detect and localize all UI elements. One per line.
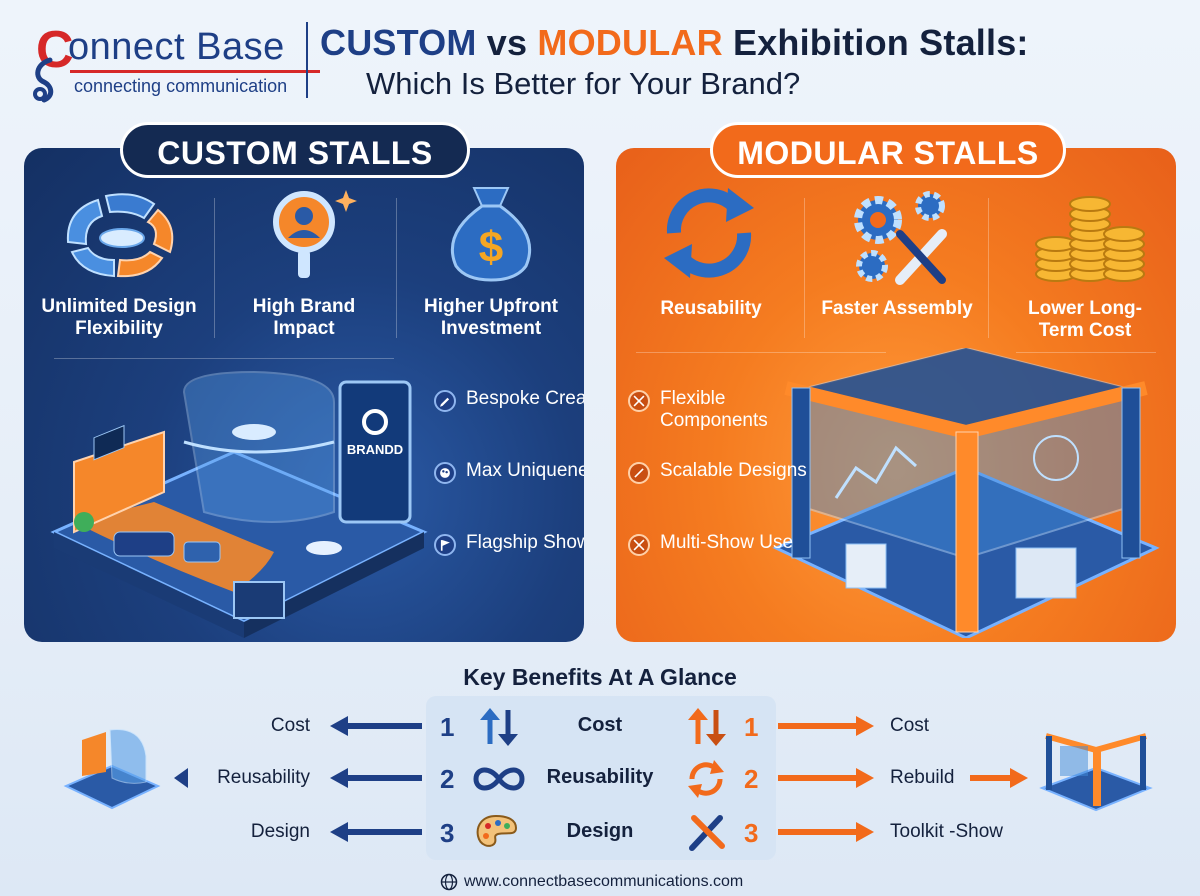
benefit-number-left: 3 [440, 818, 455, 848]
modular-stalls-panel: Reusability Faster Assembly Lower Long-T… [616, 148, 1176, 642]
arrow-right-icon [778, 716, 874, 736]
mini-modular-booth-icon [1039, 733, 1153, 812]
cycle-arrows-icon [664, 188, 754, 278]
title-custom: CUSTOM [320, 22, 477, 63]
custom-stalls-panel: $ Unlimited Design Flexibility High Bran… [24, 148, 584, 642]
benefit-row-1: Cost 1 Cost 1 Cost [0, 706, 1200, 746]
page-title: CUSTOM vs MODULAR Exhibition Stalls: [320, 22, 1029, 64]
money-bag-icon: $ [450, 187, 532, 282]
benefit-number-left: 2 [440, 764, 455, 794]
magnifier-person-icon [273, 190, 357, 278]
bullet-label: Multi-Show Use [660, 532, 794, 553]
arrow-left-icon [330, 716, 422, 736]
title-modular: MODULAR [537, 22, 723, 63]
bullet-flagship: Flagship Shows [434, 532, 584, 576]
benefit-center-label: Reusability [546, 766, 654, 788]
arrow-left-icon [330, 822, 422, 842]
curved-panels-icon [66, 193, 174, 278]
booth-brand-label: BRANDD [347, 442, 403, 457]
modular-stalls-heading: MODULAR STALLS [710, 122, 1066, 178]
benefit-right-label: Rebuild [890, 767, 955, 788]
pencil-icon [434, 390, 456, 412]
footer: www.connectbasecommunications.com [440, 872, 780, 892]
benefit-left-label: Cost [270, 715, 310, 736]
logo-letter: C [36, 21, 74, 79]
logo-underline [70, 70, 320, 73]
palette-icon [434, 462, 456, 484]
cycle-arrows-icon [688, 760, 724, 798]
feature-separator [396, 198, 397, 338]
benefit-left-label: Reusability [217, 767, 310, 788]
bullet-scalable: Scalable Designs [628, 460, 807, 504]
benefit-row-2: Reusability 2 Reusability 2 Rebuild [0, 758, 1200, 798]
up-down-arrows-icon [480, 708, 518, 746]
expand-arrows-icon [628, 534, 650, 556]
infinity-icon [473, 767, 525, 791]
benefit-left-label: Design [250, 821, 310, 842]
bullet-multi-show: Multi-Show Use [628, 532, 808, 576]
benefit-number-right: 1 [744, 712, 759, 742]
header: C onnect Base connecting communication C… [0, 0, 1200, 118]
feature-label: Higher Upfront Investment [423, 296, 559, 339]
bullet-label: Flexible Components [660, 388, 768, 431]
website-link[interactable]: www.connectbasecommunications.com [464, 873, 744, 890]
chain-link-icon [33, 57, 54, 103]
palette-icon [476, 814, 518, 847]
feature-label: Unlimited Design Flexibility [41, 296, 197, 339]
feature-label: High Brand Impact [252, 296, 356, 339]
bullet-label: Flagship Shows [466, 532, 584, 553]
benefit-center-label: Cost [577, 714, 623, 736]
benefit-number-right: 3 [744, 818, 759, 848]
feature-separator [804, 198, 805, 338]
feature-label: Reusability [660, 298, 762, 319]
gears-wrench-icon [854, 191, 947, 285]
bullet-label: Bespoke Creation [466, 388, 584, 409]
logo-wordmark: onnect Base [68, 26, 285, 68]
diagonal-arrows-icon [628, 462, 650, 484]
modular-booth-illustration [772, 348, 1160, 638]
expand-arrows-icon [628, 390, 650, 412]
title-vs: vs [476, 22, 538, 63]
benefit-number-left: 1 [440, 712, 455, 742]
bullet-flexible: Flexible Components [628, 388, 808, 432]
arrow-right-icon [778, 822, 874, 842]
custom-stalls-heading: CUSTOM STALLS [120, 122, 470, 178]
benefit-right-label: Toolkit -Show [890, 821, 1003, 842]
title-rest: Exhibition Stalls: [722, 22, 1029, 63]
custom-booth-illustration: BRANDD [50, 370, 428, 638]
header-divider [306, 22, 308, 98]
benefit-row-3: Design 3 Design 3 Toolkit -Show [0, 812, 1200, 852]
benefit-center-label: Design [566, 820, 634, 842]
benefits-title: Key Benefits At A Glance [463, 664, 737, 690]
arrow-right-icon [970, 768, 1028, 788]
globe-icon [440, 873, 458, 891]
svg-text:$: $ [479, 223, 503, 272]
arrow-left-icon [330, 768, 422, 788]
bullet-bespoke: Bespoke Creation [434, 388, 584, 432]
benefit-number-right: 2 [744, 764, 759, 794]
bullet-label: Max Uniqueness [466, 460, 584, 481]
benefit-right-label: Cost [890, 715, 930, 736]
coin-stacks-icon [1035, 196, 1145, 282]
bullet-label: Scalable Designs [660, 460, 807, 481]
brand-logo[interactable]: C onnect Base connecting communication [30, 18, 320, 103]
tools-icon [689, 815, 725, 851]
flag-icon [434, 534, 456, 556]
mini-custom-booth-icon [63, 729, 161, 810]
feature-separator [988, 198, 989, 338]
page-subtitle: Which Is Better for Your Brand? [366, 66, 801, 101]
section-separator [1016, 352, 1156, 353]
arrow-right-icon [778, 768, 874, 788]
logo-tagline: connecting communication [74, 76, 288, 96]
section-separator [54, 358, 394, 359]
up-down-arrows-icon [688, 708, 726, 746]
feature-label: Faster Assembly [821, 298, 973, 319]
section-separator [636, 352, 886, 353]
arrow-left-small-icon [174, 768, 188, 788]
bullet-uniqueness: Max Uniqueness [434, 460, 584, 504]
feature-label: Lower Long-Term Cost [1028, 298, 1142, 341]
feature-separator [214, 198, 215, 338]
